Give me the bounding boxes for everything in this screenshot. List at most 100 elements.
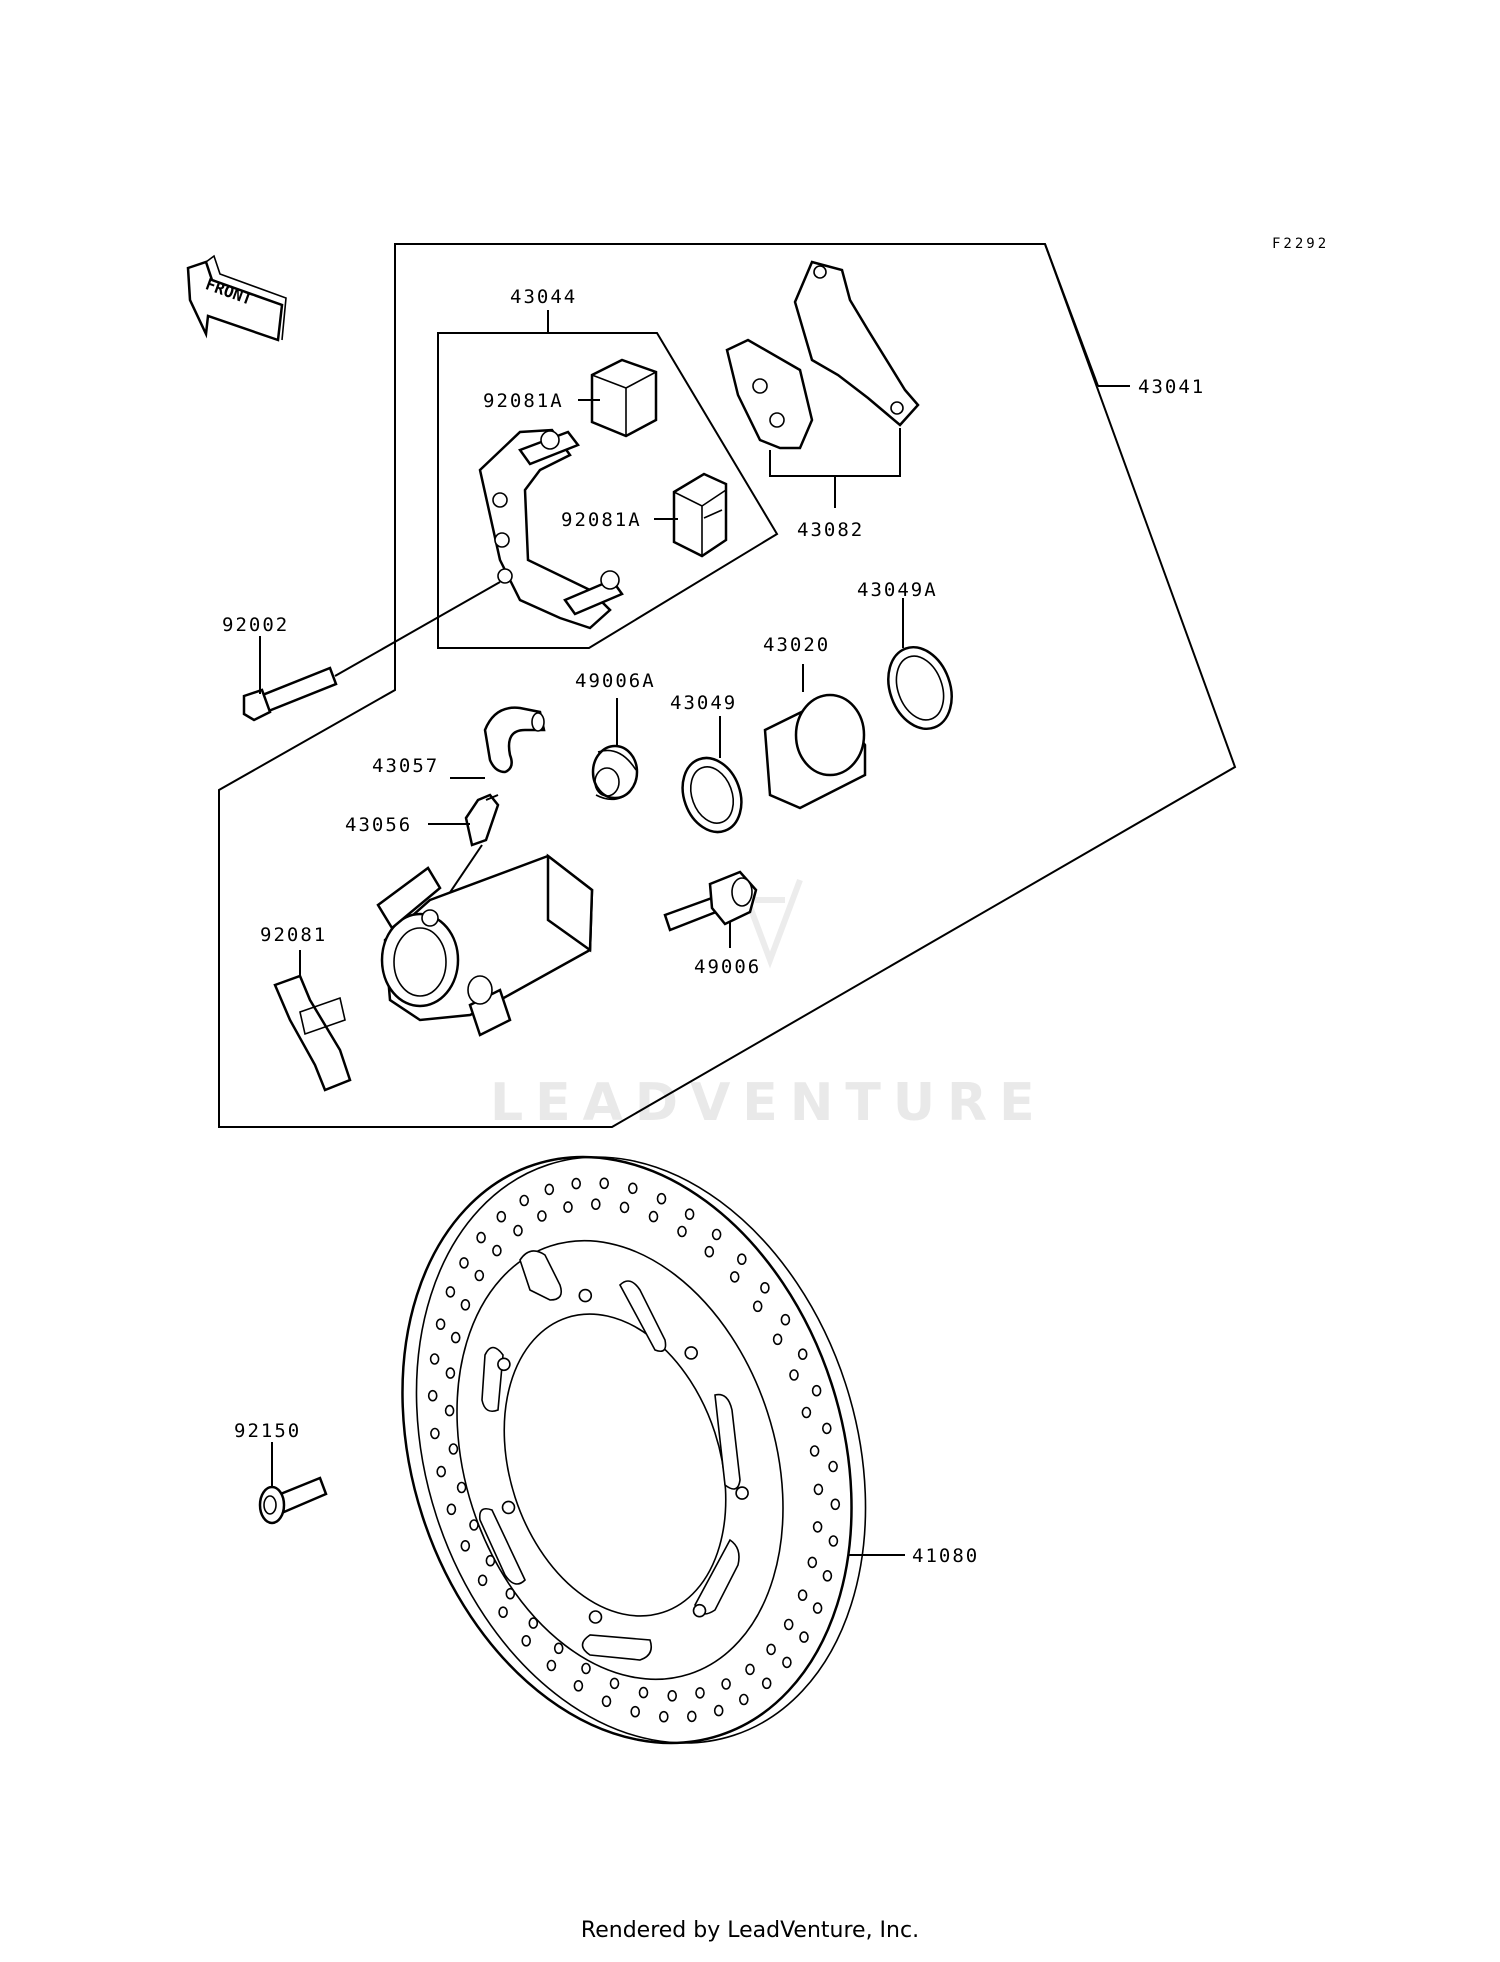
disc-drill-hole bbox=[813, 1483, 824, 1496]
disc-drill-hole bbox=[427, 1389, 438, 1402]
disc-drill-hole bbox=[667, 1690, 678, 1702]
brake-disc bbox=[401, 1155, 905, 1745]
disc-drill-hole bbox=[448, 1443, 459, 1455]
label-92002: 92002 bbox=[222, 614, 289, 636]
disc-drill-hole bbox=[498, 1606, 508, 1618]
label-41080: 41080 bbox=[912, 1545, 979, 1567]
disc-drill-hole bbox=[601, 1695, 612, 1708]
disc-drill-hole bbox=[711, 1228, 722, 1241]
disc-drill-hole bbox=[809, 1445, 820, 1457]
disc-drill-hole bbox=[801, 1406, 812, 1419]
watermark: LEADVENTURE bbox=[490, 878, 1047, 1133]
disc-drill-hole bbox=[828, 1460, 838, 1473]
disc-drill-hole bbox=[695, 1687, 705, 1699]
label-43049A: 43049A bbox=[857, 579, 938, 601]
disc-drill-hole bbox=[513, 1224, 523, 1237]
disc-drill-hole bbox=[812, 1602, 823, 1614]
disc-drill-hole bbox=[435, 1318, 446, 1330]
disc-drill-hole bbox=[658, 1710, 669, 1723]
watermark-text: LEADVENTURE bbox=[490, 1073, 1047, 1133]
footer-credit: Rendered by LeadVenture, Inc. bbox=[580, 1918, 920, 1943]
disc-drill-hole bbox=[821, 1422, 832, 1435]
disc-drill-hole bbox=[553, 1642, 564, 1655]
caliper-body bbox=[376, 853, 594, 1037]
figure-code: F2292 bbox=[1272, 236, 1329, 252]
disc-drill-hole bbox=[537, 1210, 547, 1222]
disc-drill-hole bbox=[459, 1257, 469, 1269]
disc-drill-hole bbox=[738, 1693, 749, 1706]
disc-drill-hole bbox=[436, 1465, 447, 1478]
label-43020: 43020 bbox=[763, 634, 830, 656]
disc-drill-hole bbox=[780, 1313, 791, 1326]
pad-spring-lower bbox=[672, 472, 728, 558]
disc-drill-hole bbox=[474, 1269, 485, 1282]
disc-drill-hole bbox=[677, 1225, 687, 1238]
disc-drill-hole bbox=[546, 1659, 557, 1672]
dust-seal-49006A bbox=[591, 698, 639, 801]
disc-drill-hole bbox=[444, 1404, 455, 1417]
bleeder-cap bbox=[483, 706, 546, 774]
front-arrow-icon: FRONT bbox=[186, 254, 287, 342]
disc-drill-hole bbox=[571, 1177, 582, 1190]
disc-mount-hole bbox=[588, 1610, 603, 1624]
label-49006A: 49006A bbox=[575, 670, 656, 692]
seal-43049A bbox=[887, 598, 953, 731]
disc-drill-hole bbox=[812, 1521, 823, 1533]
disc-drill-hole bbox=[811, 1384, 822, 1397]
disc-drill-hole bbox=[752, 1300, 763, 1313]
disc-drill-hole bbox=[430, 1427, 440, 1440]
caliper-bracket bbox=[478, 428, 624, 630]
label-43044: 43044 bbox=[510, 286, 577, 308]
disc-drill-hole bbox=[799, 1631, 809, 1643]
disc-drill-hole bbox=[563, 1201, 573, 1213]
disc-drill-hole bbox=[619, 1201, 630, 1214]
piston-seal-43049 bbox=[681, 716, 743, 834]
label-92081A-lower: 92081A bbox=[561, 509, 642, 531]
disc-drill-hole bbox=[627, 1182, 638, 1195]
disc-drill-hole bbox=[783, 1618, 794, 1631]
pin-49006 bbox=[663, 870, 758, 948]
disc-drill-hole bbox=[630, 1705, 641, 1718]
disc-drill-hole bbox=[686, 1710, 697, 1723]
disc-drill-hole bbox=[492, 1244, 502, 1257]
leader-lines bbox=[428, 243, 1130, 825]
pad-spring-92081 bbox=[273, 950, 352, 1092]
disc-drill-hole bbox=[460, 1299, 471, 1311]
disc-drill-hole bbox=[828, 1535, 839, 1547]
label-92150: 92150 bbox=[234, 1420, 301, 1442]
disc-drill-hole bbox=[485, 1554, 496, 1567]
disc-drill-hole bbox=[807, 1556, 818, 1569]
disc-drill-hole bbox=[789, 1369, 799, 1381]
disc-drill-hole bbox=[797, 1348, 808, 1360]
disc-drill-hole bbox=[528, 1617, 539, 1629]
bolt-92002 bbox=[242, 581, 501, 722]
disc-drill-hole bbox=[496, 1210, 507, 1223]
disc-drill-hole bbox=[638, 1686, 649, 1699]
pad-spring-upper bbox=[590, 358, 658, 438]
disc-drill-hole bbox=[445, 1367, 456, 1379]
brake-pads bbox=[725, 260, 920, 508]
disc-drill-hole bbox=[505, 1587, 516, 1600]
disc-drill-hole bbox=[729, 1271, 740, 1283]
disc-mount-hole bbox=[501, 1500, 516, 1515]
disc-drill-hole bbox=[822, 1570, 833, 1582]
disc-drill-hole bbox=[477, 1574, 488, 1587]
disc-drill-hole bbox=[429, 1353, 440, 1365]
disc-drill-hole bbox=[573, 1680, 584, 1692]
disc-drill-hole bbox=[721, 1678, 731, 1690]
disc-drill-hole bbox=[456, 1481, 467, 1494]
disc-drill-hole bbox=[760, 1282, 770, 1294]
disc-drill-hole bbox=[713, 1704, 724, 1717]
label-92081: 92081 bbox=[260, 924, 327, 946]
disc-drill-hole bbox=[766, 1643, 776, 1656]
disc-drill-hole bbox=[519, 1194, 530, 1207]
disc-drill-hole bbox=[684, 1208, 695, 1220]
disc-drill-hole bbox=[745, 1663, 755, 1676]
bracket-assembly-outline bbox=[437, 332, 779, 649]
disc-drill-hole bbox=[476, 1231, 486, 1244]
label-92081A-upper: 92081A bbox=[483, 390, 564, 412]
disc-drill-hole bbox=[704, 1245, 715, 1258]
disc-mount-hole bbox=[497, 1357, 511, 1372]
disc-drill-hole bbox=[581, 1662, 591, 1675]
